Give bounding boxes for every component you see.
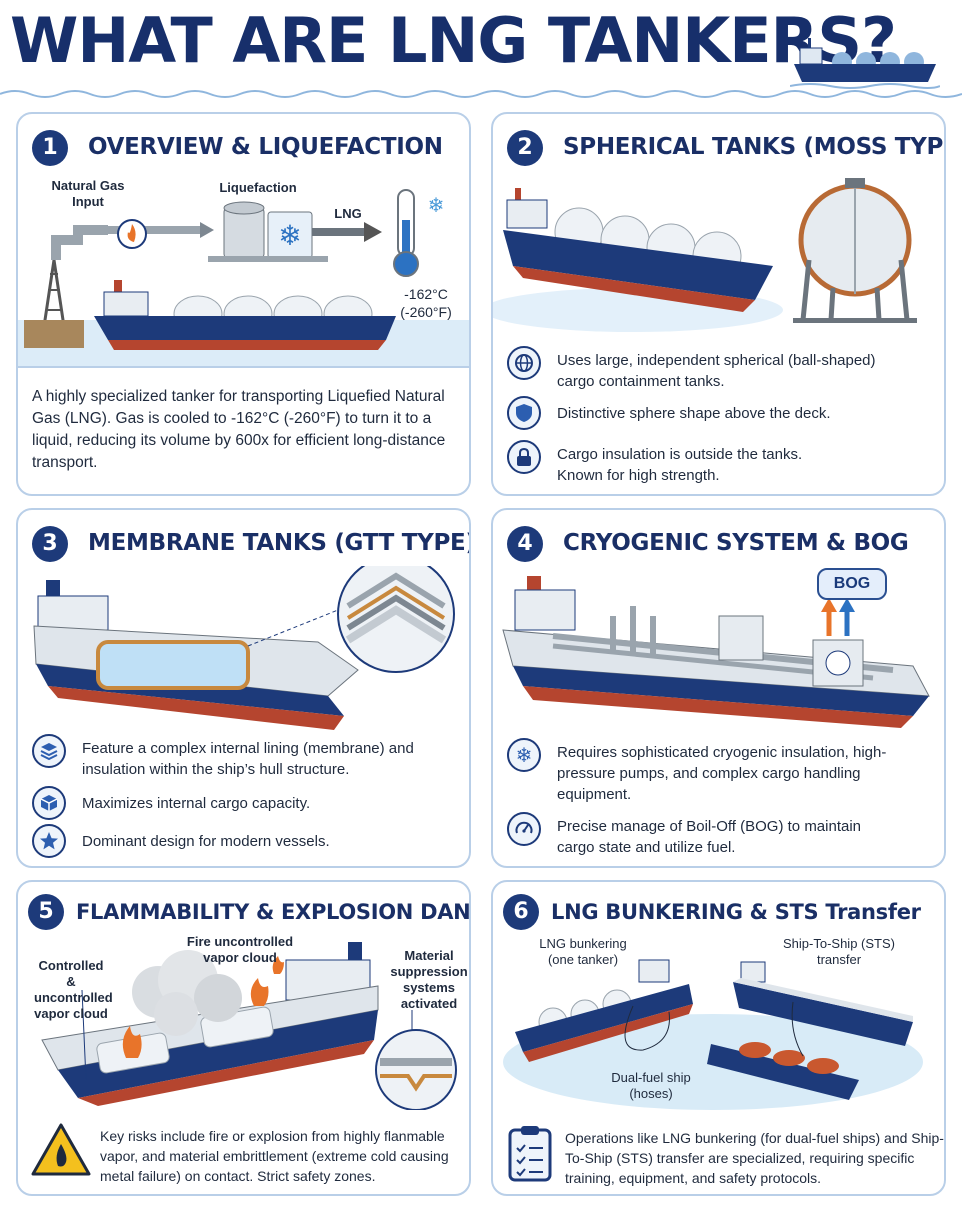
panel-divider <box>18 366 469 368</box>
fire-ship-illustration <box>41 942 457 1110</box>
section-number: 1 <box>32 130 68 166</box>
gas-rig-icon <box>24 259 84 348</box>
bullet-item: Cargo insulation is outside the tanks. K… <box>507 440 847 486</box>
bullet-text: Dominant design for modern vessels. <box>82 833 330 850</box>
label-natural-gas-input: Natural Gas Input <box>51 178 125 209</box>
section-number: 2 <box>507 130 543 166</box>
label-liquefaction: Liquefaction <box>219 180 297 195</box>
bunkering-tanker-icon <box>515 959 693 1062</box>
panel-flammability: 5 FLAMMABILITY & EXPLOSION DANGERS <box>16 880 471 1196</box>
bullet-text: Maximizes internal cargo capacity. <box>82 795 311 812</box>
bullet-item: ❄ Requires sophisticated cryogenic insul… <box>507 738 907 805</box>
liquefaction-illustration: ❄ ❄ <box>18 189 469 366</box>
warning-fire-icon <box>31 1123 91 1176</box>
wave-divider <box>0 90 962 98</box>
membrane-ship-icon <box>33 580 359 730</box>
section-number: 4 <box>507 526 543 562</box>
snowflake-icon: ❄ <box>507 738 541 772</box>
lock-icon <box>507 440 541 474</box>
label-sts: Ship-To-Ship (STS) transfer <box>783 936 895 967</box>
bullet-text: Precise manage of Boil-Off (BOG) to main… <box>557 818 862 856</box>
sts-tankers-icon <box>707 961 913 1100</box>
page-title: WHAT ARE LNG TANKERS? <box>10 4 897 77</box>
section-number: 5 <box>28 894 64 930</box>
operations-text: Operations like LNG bunkering (for dual-… <box>565 1130 944 1186</box>
section-number: 3 <box>32 526 68 562</box>
panel-spherical-tanks: 2 SPHERICAL TANKS (MOSS TYPE) Uses large… <box>491 112 946 496</box>
membrane-layers-icon <box>337 566 455 673</box>
label-bunkering: LNG bunkering (one tanker) <box>539 936 627 967</box>
star-icon <box>32 824 66 858</box>
lng-ship-icon <box>94 280 396 350</box>
bog-badge: BOG <box>817 568 887 600</box>
header: WHAT ARE LNG TANKERS? <box>0 0 962 100</box>
warning-text: Key risks include fire or explosion from… <box>100 1128 449 1184</box>
panel-bunkering: 6 LNG BUNKERING & STS Transfer LNG bunke… <box>491 880 946 1196</box>
header-ship-icon <box>790 38 940 89</box>
gauge-icon <box>507 812 541 846</box>
bog-arrows-icon <box>821 598 855 636</box>
panel-cryogenic-system: 4 CRYOGENIC SYSTEM & BOG BOG ❄ Requires <box>491 508 946 868</box>
section-title: SPHERICAL TANKS (MOSS TYPE) <box>563 134 946 160</box>
label-temp-f: (-260°F) <box>400 304 452 320</box>
bullet-item: Precise manage of Boil-Off (BOG) to main… <box>507 812 897 858</box>
label-temp-c: -162°C <box>404 286 448 302</box>
label-dual-fuel: Dual-fuel ship (hoses) <box>611 1070 691 1101</box>
bullet-text: Requires sophisticated cryogenic insulat… <box>557 744 887 803</box>
bunkering-illustration <box>503 959 923 1110</box>
section-title: OVERVIEW & LIQUEFACTION <box>88 134 443 160</box>
label-lng: LNG <box>334 206 362 221</box>
spherical-tank-icon <box>793 178 917 323</box>
embrittlement-detail-icon <box>375 1029 457 1110</box>
bullet-item: Feature a complex internal lining (membr… <box>32 734 442 780</box>
bullet-item: Dominant design for modern vessels. <box>32 824 422 858</box>
cryogenic-ship-illustration <box>502 576 930 728</box>
bullet-text: Feature a complex internal lining (membr… <box>82 740 414 778</box>
section-title: CRYOGENIC SYSTEM & BOG <box>563 530 909 556</box>
overview-description: A highly specialized tanker for transpor… <box>32 388 446 471</box>
label-material-suppression: Material suppression systems activated <box>390 948 468 1011</box>
vapor-cloud-icon <box>132 950 242 1036</box>
cryogenic-ship-icon <box>502 576 930 728</box>
section-number: 6 <box>503 894 539 930</box>
panel-overview: 1 OVERVIEW & LIQUEFACTION ❄ ❄ <box>16 112 471 496</box>
bullet-item: Maximizes internal cargo capacity. <box>32 786 422 820</box>
fire-icon <box>122 956 284 1058</box>
globe-icon <box>507 346 541 380</box>
membrane-ship-illustration <box>33 566 455 730</box>
moss-ship-illustration <box>493 178 917 332</box>
bullet-item: Distinctive sphere shape above the deck. <box>507 396 907 430</box>
bullet-text: Distinctive sphere shape above the deck. <box>557 405 831 422</box>
section-title: LNG BUNKERING & STS Transfer <box>551 900 921 924</box>
clipboard-checklist-icon <box>508 1126 552 1182</box>
section-title: MEMBRANE TANKS (GTT TYPE) <box>88 530 471 556</box>
bullet-item: Uses large, independent spherical (ball-… <box>507 346 887 392</box>
panel-membrane-tanks: 3 MEMBRANE TANKS (GTT TYPE) Feature a co… <box>16 508 471 868</box>
layers-icon <box>32 734 66 768</box>
thermometer-icon <box>393 189 419 277</box>
moss-ship-icon <box>503 188 773 312</box>
svg-text:❄: ❄ <box>428 193 445 217</box>
bullet-text: Uses large, independent spherical (ball-… <box>557 352 876 390</box>
label-controlled-cloud: Controlled & uncontrolled vapor cloud <box>34 958 113 1021</box>
label-fire-cloud: Fire uncontrolled vapor cloud <box>186 934 294 965</box>
shield-icon <box>507 396 541 430</box>
snowflake-icon: ❄ <box>278 219 301 252</box>
cube-icon <box>32 786 66 820</box>
bullet-text: Cargo insulation is outside the tanks. K… <box>557 446 803 484</box>
section-title: FLAMMABILITY & EXPLOSION DANGERS <box>76 900 471 924</box>
